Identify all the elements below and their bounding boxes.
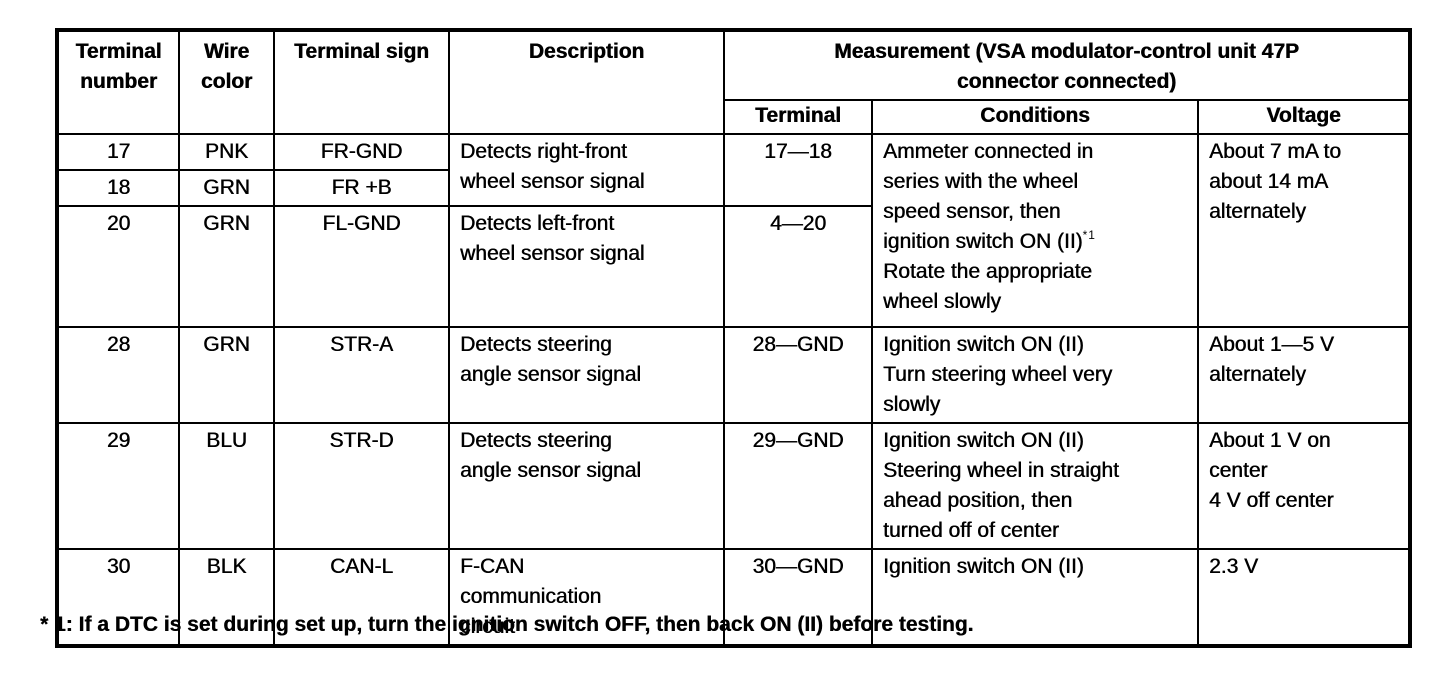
cell-wire-color-28: GRN	[178, 326, 275, 424]
cell-wire-color-17: PNK	[178, 133, 275, 171]
cell-terminal-sign-20: FL-GND	[273, 205, 450, 328]
conditions-text: Ammeter connected in series with the whe…	[883, 140, 1094, 253]
header-wire-color: Wire color	[178, 29, 275, 135]
subheader-conditions: Conditions	[871, 99, 1199, 135]
cell-terminal-number-20: 20	[56, 205, 180, 328]
cell-voltage-29: About 1 V on center 4 V off center	[1196, 422, 1412, 550]
cell-voltage-28: About 1—5 V alternately	[1196, 326, 1412, 424]
header-terminal-number: Terminal number	[56, 29, 180, 135]
cell-conditions-29: Ignition switch ON (II) Steering wheel i…	[871, 422, 1199, 550]
cell-meas-terminal-28: 28—GND	[723, 326, 873, 424]
cell-wire-color-20: GRN	[178, 205, 275, 328]
cell-description-30: F-CAN communication circuit	[448, 548, 725, 647]
subheader-terminal: Terminal	[723, 99, 873, 135]
cell-wire-color-29: BLU	[178, 422, 275, 550]
cell-description-29: Detects steering angle sensor signal	[448, 422, 725, 550]
cell-meas-terminal-30: 30—GND	[723, 548, 873, 647]
cell-description-28: Detects steering angle sensor signal	[448, 326, 725, 424]
header-description: Description	[448, 29, 725, 135]
cell-conditions-30: Ignition switch ON (II)	[871, 548, 1199, 647]
cell-terminal-number-18: 18	[56, 169, 180, 207]
header-measurement: Measurement (VSA modulator-control unit …	[722, 29, 1412, 101]
footnote: * 1: If a DTC is set during set up, turn…	[40, 613, 974, 636]
cell-description-left-front: Detects left-front wheel sensor signal	[448, 205, 725, 328]
cell-terminal-number-30: 30	[56, 548, 180, 647]
cell-terminal-sign-18: FR +B	[273, 169, 450, 207]
cell-terminal-number-29: 29	[56, 422, 180, 550]
cell-terminal-number-28: 28	[56, 326, 180, 424]
cell-conditions-wheel-group: Ammeter connected in series with the whe…	[871, 133, 1199, 328]
footnote-reference-marker: *1	[1082, 228, 1096, 242]
cell-terminal-sign-17: FR-GND	[273, 133, 450, 171]
header-terminal-sign: Terminal sign	[273, 29, 450, 135]
cell-terminal-sign-28: STR-A	[273, 326, 450, 424]
conditions-text-continued: Rotate the appropriate wheel slowly	[883, 260, 1092, 313]
cell-meas-terminal-4-20: 4—20	[723, 205, 873, 328]
cell-terminal-sign-29: STR-D	[273, 422, 450, 550]
subheader-voltage: Voltage	[1196, 99, 1412, 135]
cell-conditions-28: Ignition switch ON (II) Turn steering wh…	[871, 326, 1199, 424]
terminal-spec-table: Terminal number Wire color Terminal sign…	[55, 28, 1413, 648]
cell-terminal-number-17: 17	[56, 133, 180, 171]
cell-meas-terminal-17-18: 17—18	[723, 133, 873, 207]
cell-description-right-front: Detects right-front wheel sensor signal	[448, 133, 725, 207]
cell-wire-color-18: GRN	[178, 169, 275, 207]
cell-wire-color-30: BLK	[178, 548, 275, 647]
cell-voltage-wheel-group: About 7 mA to about 14 mA alternately	[1196, 133, 1412, 328]
cell-meas-terminal-29: 29—GND	[723, 422, 873, 550]
cell-terminal-sign-30: CAN-L	[273, 548, 450, 647]
cell-voltage-30: 2.3 V	[1196, 548, 1412, 647]
